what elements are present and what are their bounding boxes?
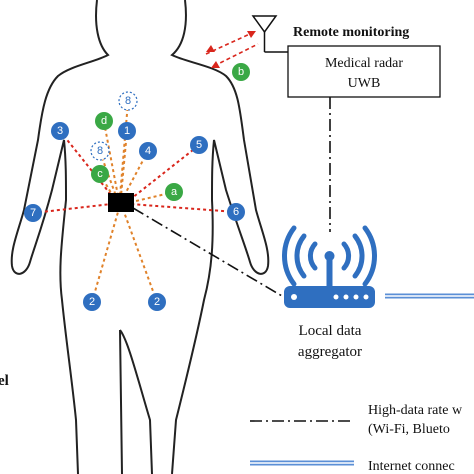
radar-antenna-icon bbox=[251, 15, 288, 53]
node-7-label: 7 bbox=[30, 207, 36, 219]
orange-link-d bbox=[103, 121, 119, 197]
node-6-label: 6 bbox=[233, 206, 239, 218]
legend-internet-label: Internet connec bbox=[368, 459, 455, 474]
arrowhead-out bbox=[247, 31, 256, 38]
left-edge-text-fragment: el bbox=[0, 373, 9, 389]
node-1: 1 bbox=[118, 122, 136, 140]
red-link-6 bbox=[129, 203, 237, 213]
red-link-5 bbox=[131, 145, 199, 199]
arrowhead-in-2 bbox=[211, 61, 220, 68]
node-5: 5 bbox=[190, 136, 208, 154]
node-b: b bbox=[232, 63, 250, 81]
node-3: 3 bbox=[51, 122, 69, 140]
node-b-label: b bbox=[238, 66, 244, 78]
wifi-router-icon bbox=[282, 225, 377, 308]
node-5-label: 5 bbox=[196, 139, 202, 151]
radar-label-line2: UWB bbox=[348, 76, 381, 91]
central-hub bbox=[108, 193, 134, 212]
node-2-right: 2 bbox=[148, 293, 166, 311]
node-2-left-label: 2 bbox=[89, 296, 95, 308]
human-body-outline bbox=[10, 0, 270, 474]
aggregator-label-line2: aggregator bbox=[298, 344, 362, 360]
node-d-label: d bbox=[101, 115, 107, 127]
node-6: 6 bbox=[227, 203, 245, 221]
node-a-label: a bbox=[171, 186, 178, 198]
orange-link-2a bbox=[91, 211, 119, 303]
orange-link-8a bbox=[119, 101, 129, 197]
node-d: d bbox=[95, 112, 113, 130]
node-8-mid-label: 8 bbox=[97, 145, 103, 157]
node-8-mid: 8 bbox=[90, 141, 110, 161]
orange-link-1 bbox=[120, 130, 128, 197]
legend-high-rate-line1: High-data rate w bbox=[368, 403, 463, 418]
node-2-right-label: 2 bbox=[154, 296, 160, 308]
node-2-left: 2 bbox=[83, 293, 101, 311]
node-c: c bbox=[91, 165, 109, 183]
arrowhead-in bbox=[206, 45, 215, 52]
red-link-3 bbox=[59, 130, 113, 197]
radar-signal-arrows bbox=[205, 32, 259, 67]
legend-high-rate-line2: (Wi-Fi, Blueto bbox=[368, 422, 450, 437]
red-link-7 bbox=[32, 202, 121, 214]
orange-link-2b bbox=[123, 211, 158, 303]
node-8-top: 8 bbox=[118, 91, 138, 111]
node-7: 7 bbox=[24, 204, 42, 222]
node-8-top-label: 8 bbox=[125, 95, 131, 107]
node-1-label: 1 bbox=[124, 125, 130, 137]
medical-radar-box bbox=[287, 45, 441, 98]
node-3-label: 3 bbox=[57, 125, 63, 137]
node-a: a bbox=[165, 183, 183, 201]
red-link-group bbox=[32, 130, 237, 214]
node-4-label: 4 bbox=[145, 145, 151, 157]
radar-label-line1: Medical radar bbox=[325, 56, 403, 71]
node-c-label: c bbox=[97, 168, 103, 180]
hub-to-aggregator-link bbox=[132, 207, 283, 297]
aggregator-label-line1: Local data bbox=[299, 323, 362, 339]
remote-monitoring-title: Remote monitoring bbox=[293, 25, 409, 40]
node-4: 4 bbox=[139, 142, 157, 160]
orange-link-c bbox=[99, 173, 115, 199]
